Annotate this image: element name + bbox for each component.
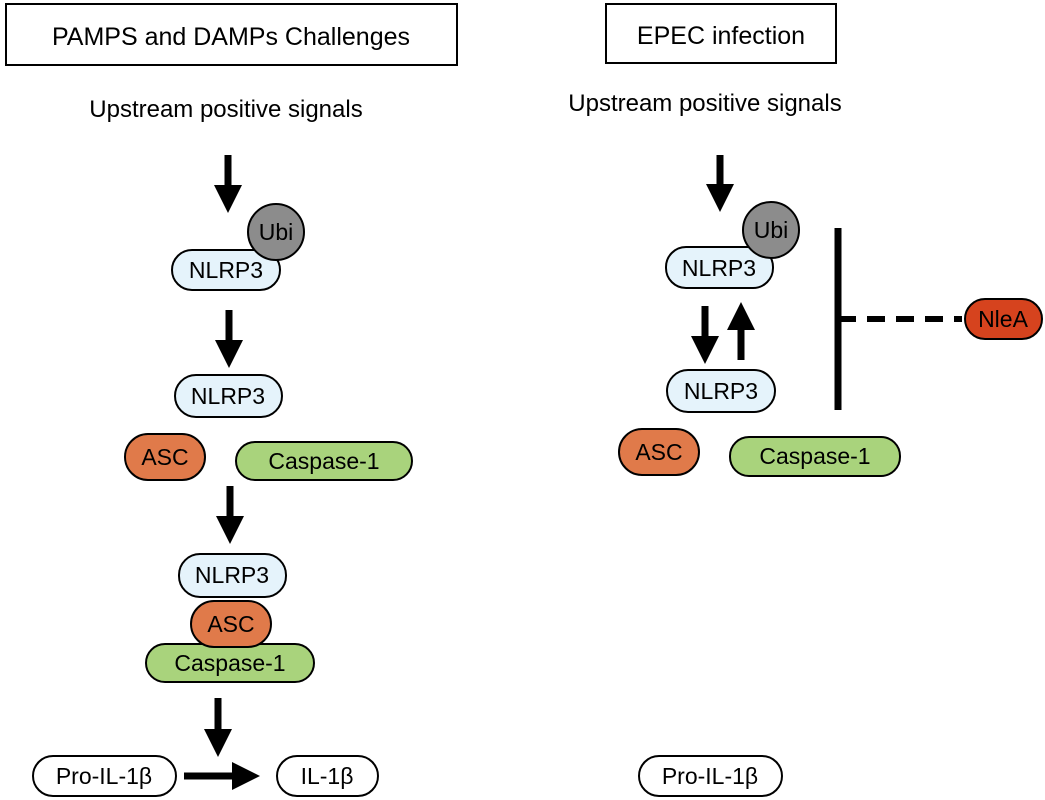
- right-caspase-free-node: [729, 436, 901, 477]
- left-nlrp3-ubi-label: NLRP3: [189, 257, 263, 283]
- right-ubi-label: Ubi: [754, 217, 789, 243]
- left-pro-il1b-node: [32, 755, 177, 797]
- right-ubi-node: [742, 201, 800, 259]
- left-upstream-label: Upstream positive signals: [89, 96, 362, 123]
- right-nlea-node: [964, 298, 1043, 340]
- left-complex-nlrp3-node: [178, 553, 287, 598]
- left-ubi-label: Ubi: [259, 219, 294, 245]
- right-asc-free-label: ASC: [635, 439, 682, 465]
- left-asc-free-node: [124, 433, 206, 481]
- left-title-box: [5, 3, 458, 66]
- right-nlrp3-ubi-node: [665, 246, 774, 289]
- left-nlrp3-free-label: NLRP3: [191, 383, 265, 409]
- left-complex-asc-node: [190, 600, 272, 648]
- left-nlrp3-ubi-node: [171, 249, 281, 291]
- right-title: EPEC infection: [637, 22, 805, 50]
- left-complex-caspase-label: Caspase-1: [174, 650, 285, 676]
- left-caspase-free-label: Caspase-1: [268, 448, 379, 474]
- right-panel: EPEC infection Upstream positive signals…: [568, 3, 1043, 797]
- left-complex-nlrp3-label: NLRP3: [195, 562, 269, 588]
- right-nlrp3-free-node: [666, 369, 776, 413]
- right-title-box: [605, 3, 837, 64]
- left-il1b-label: IL-1β: [301, 763, 354, 789]
- right-asc-free-node: [618, 428, 700, 476]
- left-il1b-node: [276, 755, 379, 797]
- right-caspase-free-label: Caspase-1: [759, 443, 870, 469]
- right-pro-il1b-label: Pro-IL-1β: [662, 763, 758, 789]
- right-nlrp3-free-label: NLRP3: [684, 378, 758, 404]
- left-ubi-node: [247, 203, 305, 261]
- left-nlrp3-free-node: [174, 374, 283, 418]
- right-nlea-label: NleA: [978, 306, 1029, 332]
- right-nlrp3-ubi-label: NLRP3: [682, 255, 756, 281]
- left-title: PAMPS and DAMPs Challenges: [52, 23, 410, 51]
- right-upstream-label: Upstream positive signals: [568, 90, 841, 117]
- left-complex-asc-label: ASC: [207, 611, 254, 637]
- left-caspase-free-node: [235, 441, 413, 481]
- left-panel: PAMPS and DAMPs Challenges Upstream posi…: [5, 3, 458, 797]
- right-pro-il1b-node: [638, 755, 783, 797]
- left-asc-free-label: ASC: [141, 444, 188, 470]
- left-pro-il1b-label: Pro-IL-1β: [56, 763, 152, 789]
